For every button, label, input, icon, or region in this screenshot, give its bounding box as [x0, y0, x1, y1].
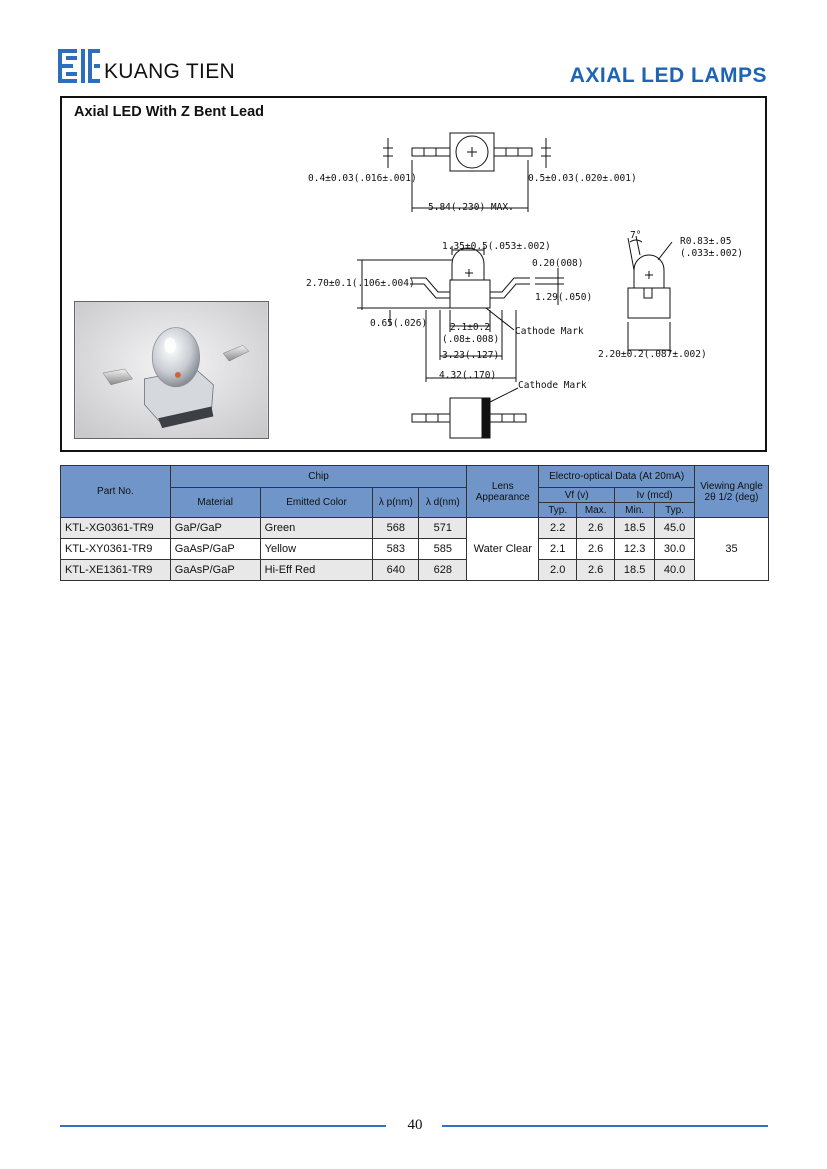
- cell-material: GaAsP/GaP: [169, 538, 261, 560]
- page-title: AXIAL LED LAMPS: [569, 64, 767, 87]
- footer-rule-left: [60, 1125, 386, 1127]
- cell-material: GaAsP/GaP: [169, 559, 261, 581]
- header-iv: Iv (mcd): [614, 487, 696, 503]
- cell-vf-max: 2.6: [576, 559, 616, 581]
- dim-body-width-1: 2.1±0.2: [450, 322, 490, 333]
- cell-lens: Water Clear: [466, 517, 540, 581]
- cell-part: KTL-XY0361-TR9: [60, 538, 171, 560]
- header-vf: Vf (v): [538, 487, 616, 503]
- cell-iv-typ: 30.0: [654, 538, 696, 560]
- header-iv-typ: Typ.: [654, 502, 696, 518]
- cell-lambda-d: 571: [418, 517, 468, 539]
- product-photo: [74, 301, 269, 439]
- cell-lambda-p: 568: [372, 517, 420, 539]
- cell-iv-min: 18.5: [614, 559, 656, 581]
- cell-iv-typ: 40.0: [654, 559, 696, 581]
- cathode-mark-label-2: Cathode Mark: [518, 380, 587, 391]
- header-viewing-angle: Viewing Angle 2θ 1/2 (deg): [694, 465, 769, 518]
- header-chip: Chip: [169, 465, 468, 488]
- page-number: 40: [407, 1117, 423, 1133]
- cell-iv-min: 12.3: [614, 538, 656, 560]
- dim-radius-2: (.033±.002): [680, 248, 743, 259]
- dim-inner-span: 3.23(.127): [442, 350, 499, 361]
- footer-rule-right: [442, 1125, 768, 1127]
- cell-color: Green: [259, 517, 374, 539]
- table-row: KTL-XG0361-TR9 GaP/GaP Green 568 571 Wat…: [60, 517, 769, 581]
- cell-lambda-p: 583: [372, 538, 420, 560]
- cell-lambda-d: 628: [418, 559, 468, 581]
- dim-radius-1: R0.83±.05: [680, 236, 731, 247]
- cell-iv-min: 18.5: [614, 517, 656, 539]
- cell-color: Hi-Eff Red: [259, 559, 374, 581]
- dim-dome-width: 1.35±0.5(.053±.002): [442, 241, 551, 252]
- cell-vf-typ: 2.1: [538, 538, 578, 560]
- dim-angle: 7°: [630, 230, 641, 241]
- dim-top-length: 5.84(.230) MAX.: [428, 202, 514, 213]
- cell-vf-max: 2.6: [576, 517, 616, 539]
- dim-top-right-lead: 0.5±0.03(.020±.001): [528, 173, 637, 184]
- dim-overall-span: 4.32(.170): [439, 370, 496, 381]
- cell-vf-max: 2.6: [576, 538, 616, 560]
- dimension-drawing: 0.4±0.03(.016±.001) 0.5±0.03(.020±.001) …: [306, 132, 743, 439]
- header-vf-typ: Typ.: [538, 502, 578, 518]
- kuang-tien-logo-icon: [58, 49, 100, 83]
- cell-vf-typ: 2.0: [538, 559, 578, 581]
- dim-body-width-2: (.08±.008): [442, 334, 499, 345]
- cell-lambda-p: 640: [372, 559, 420, 581]
- header-emitted-color: Emitted Color: [259, 487, 374, 518]
- header-eo: Electro-optical Data (At 20mA): [538, 465, 696, 488]
- section-title: Axial LED With Z Bent Lead: [74, 104, 264, 120]
- spec-table: Part No. Chip Lens Appearance Electro-op…: [60, 465, 769, 581]
- table-row: KTL-XY0361-TR9 GaAsP/GaP Yellow 583 585 …: [60, 538, 769, 560]
- cell-material: GaP/GaP: [169, 517, 261, 539]
- dim-top-left-lead: 0.4±0.03(.016±.001): [308, 173, 417, 184]
- cell-part: KTL-XE1361-TR9: [60, 559, 171, 581]
- header-lambda-d: λ d(nm): [418, 487, 468, 518]
- header-lens: Lens Appearance: [466, 465, 540, 518]
- cell-viewing-angle: 35: [694, 517, 769, 581]
- cathode-mark-label-1: Cathode Mark: [515, 326, 584, 337]
- cell-iv-typ: 45.0: [654, 517, 696, 539]
- header-vf-max: Max.: [576, 502, 616, 518]
- header-iv-min: Min.: [614, 502, 656, 518]
- header-material: Material: [169, 487, 261, 518]
- brand-name: KUANG TIEN: [104, 60, 235, 83]
- dim-body-height: 2.70±0.1(.106±.004): [306, 278, 415, 289]
- cell-color: Yellow: [259, 538, 374, 560]
- dim-side-width: 2.20±0.2(.087±.002): [598, 349, 707, 360]
- cell-lambda-d: 585: [418, 538, 468, 560]
- header-lambda-p: λ p(nm): [372, 487, 420, 518]
- table-row: KTL-XE1361-TR9 GaAsP/GaP Hi-Eff Red 640 …: [60, 559, 769, 581]
- cell-vf-typ: 2.2: [538, 517, 578, 539]
- dim-lead-thickness: 0.65(.026): [370, 318, 427, 329]
- drawing-frame: [60, 96, 767, 452]
- dim-lead-height: 1.29(.050): [535, 292, 592, 303]
- dim-lead-offset: 0.20(008): [532, 258, 583, 269]
- cell-part: KTL-XG0361-TR9: [60, 517, 171, 539]
- header-part-no: Part No.: [60, 465, 171, 518]
